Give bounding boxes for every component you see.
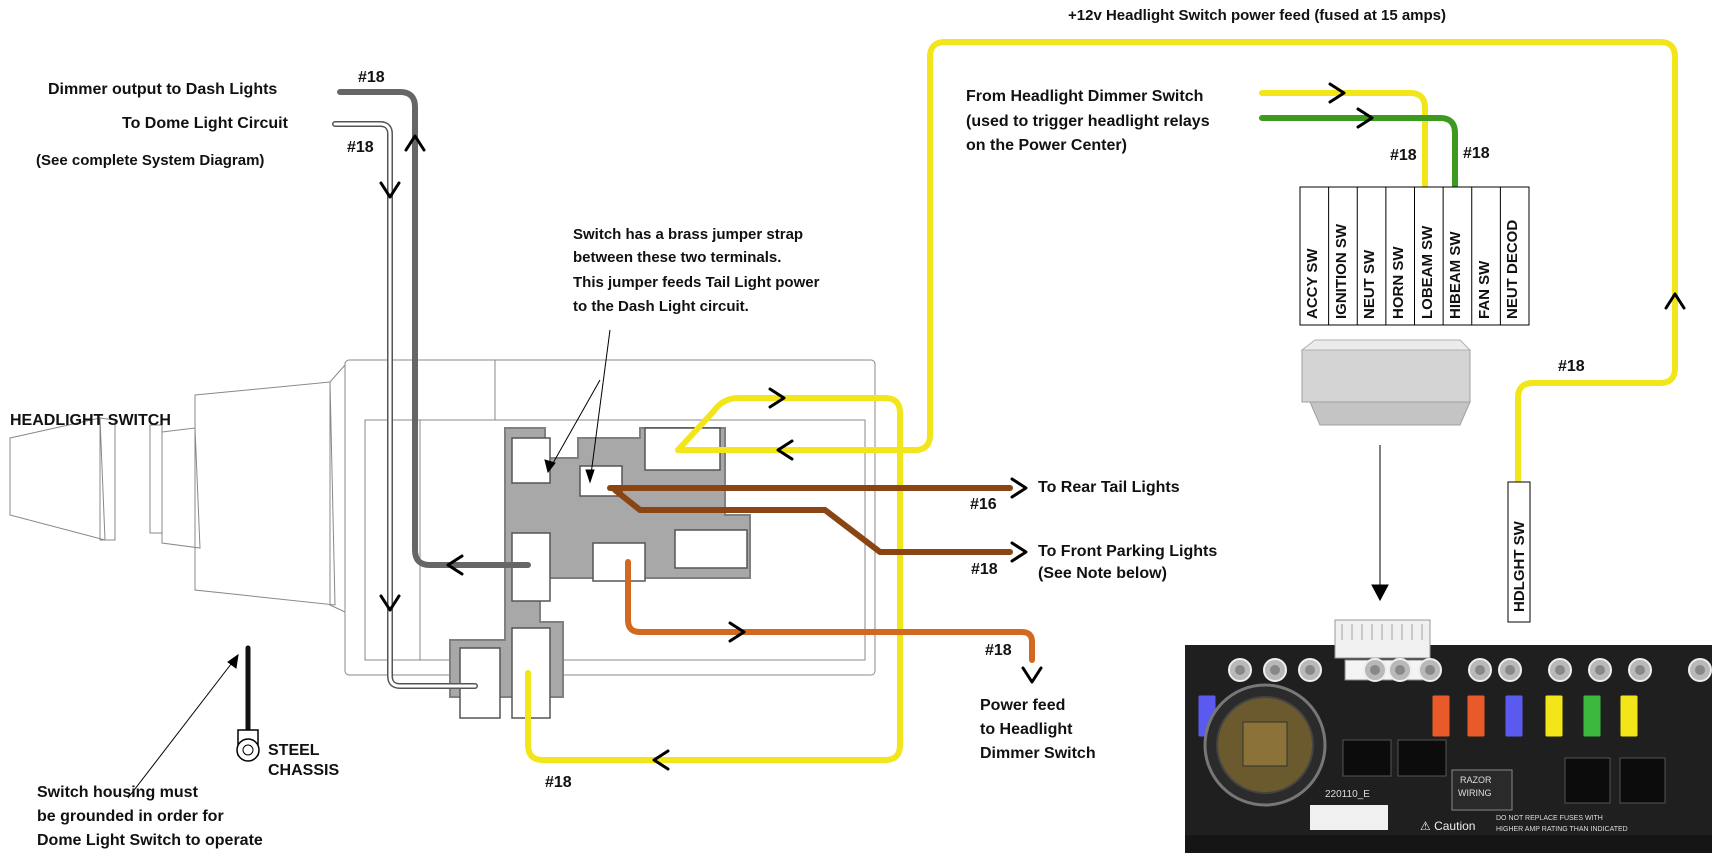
gauge-dimmer: #18 (358, 69, 385, 86)
pin-label-accy-sw: ACCY SW (1304, 248, 1321, 319)
wire-dimmer-output (337, 89, 531, 568)
power-feed-label-1: Power feed (980, 697, 1066, 714)
pcb-logo-1: RAZOR (1460, 775, 1492, 785)
wire-brown-front (612, 487, 1013, 555)
arrow-right-icon (1328, 82, 1346, 104)
jumper-note-4: to the Dash Light circuit. (573, 298, 749, 315)
pin-label-neut-sw: NEUT SW (1361, 249, 1379, 319)
see-note-label: (See Note below) (1038, 565, 1167, 582)
wire-dome-inner (333, 122, 477, 688)
from-dimmer-label-3: on the Power Center) (966, 137, 1127, 154)
jumper-note-3: This jumper feeds Tail Light power (573, 274, 820, 291)
hdlght-sw-box (1507, 481, 1531, 623)
arrow-down-icon (379, 594, 401, 612)
gauge-feed-right: #18 (1558, 358, 1585, 375)
arrow-left-icon (776, 439, 794, 461)
pin-label-neut-decod: NEUT DECOD (1504, 219, 1522, 319)
wire-yellow-feed (675, 39, 1678, 488)
ground-note-1: Switch housing must (37, 784, 198, 801)
gauge-dome: #18 (347, 139, 374, 156)
arrow-down-icon (379, 181, 401, 199)
gauge-front: #18 (971, 561, 998, 578)
arrow-down-icon (1021, 666, 1043, 684)
flow-arrows (379, 82, 1686, 771)
pin-label-horn-sw: HORN SW (1389, 246, 1407, 320)
chassis-label: CHASSIS (268, 762, 340, 779)
power-feed-label-3: Dimmer Switch (980, 745, 1096, 762)
arrow-left-icon (446, 554, 464, 576)
leader-lines (127, 329, 1389, 799)
pcb-logo-2: WIRING (1458, 788, 1492, 798)
gauge-from-yellow: #18 (1390, 147, 1417, 164)
headlight-switch-label: HEADLIGHT SWITCH (10, 412, 171, 429)
hdlght-sw-label: HDLGHT SW (1511, 521, 1528, 612)
wire-yellow-lobeam (1259, 90, 1428, 203)
ground-note-3: Dome Light Switch to operate (37, 832, 263, 849)
from-dimmer-label-2: (used to trigger headlight relays (966, 113, 1210, 130)
connector-pin-table (1299, 186, 1530, 326)
pin-label-ignition-sw: IGNITION SW (1332, 224, 1350, 319)
connector-plug (1300, 339, 1472, 426)
power-center-pcb (1185, 619, 1712, 853)
jumper-note-1: Switch has a brass jumper strap (573, 226, 804, 243)
wire-yellow-loop (525, 395, 903, 763)
dome-circuit-label: To Dome Light Circuit (122, 115, 288, 132)
chassis-ground-lug (236, 729, 260, 762)
pcb-caution-fine-1: DO NOT REPLACE FUSES WITH (1496, 815, 1603, 822)
jumper-note-2: between these two terminals. (573, 249, 782, 266)
gauge-from-green: #18 (1463, 145, 1490, 162)
gauge-bottom: #18 (545, 774, 572, 791)
arrow-right-icon (1010, 541, 1028, 563)
wire-green-hibeam (1259, 115, 1458, 203)
rear-tail-label: To Rear Tail Lights (1038, 479, 1180, 496)
from-dimmer-label-1: From Headlight Dimmer Switch (966, 88, 1204, 105)
arrow-up-icon (1664, 292, 1686, 310)
arrow-right-icon (768, 387, 786, 409)
arrow-right-icon (1356, 107, 1374, 129)
wire-dome-outer (332, 121, 478, 689)
gauge-power: #18 (985, 642, 1012, 659)
pin-label-hibeam-sw: HIBEAM SW (1447, 231, 1465, 320)
ground-note-2: be grounded in order for (37, 808, 224, 825)
power-feed-label-2: to Headlight (980, 721, 1073, 738)
arrow-right-icon (1010, 477, 1028, 499)
pcb-caution-fine-2: HIGHER AMP RATING THAN INDICATED (1496, 826, 1628, 833)
pin-label-fan-sw: FAN SW (1475, 260, 1493, 319)
gauge-rear: #16 (970, 496, 997, 513)
headlight-switch-housing (9, 359, 876, 676)
pcb-caution: ⚠ Caution (1420, 819, 1476, 833)
front-parking-label: To Front Parking Lights (1038, 543, 1218, 560)
arrow-right-icon (728, 621, 746, 643)
pcb-board-id: 220110_E (1325, 789, 1370, 800)
dimmer-output-label: Dimmer output to Dash Lights (48, 81, 278, 98)
feed-title-label: +12v Headlight Switch power feed (fused … (1068, 7, 1447, 24)
see-system-label: (See complete System Diagram) (36, 152, 265, 169)
arrow-left-icon (652, 749, 670, 771)
wires (245, 39, 1678, 763)
wire-orange-power (625, 559, 1035, 663)
pin-label-lobeam-sw: LOBEAM SW (1418, 225, 1436, 319)
steel-label: STEEL (268, 742, 320, 759)
arrow-up-icon (404, 134, 426, 152)
